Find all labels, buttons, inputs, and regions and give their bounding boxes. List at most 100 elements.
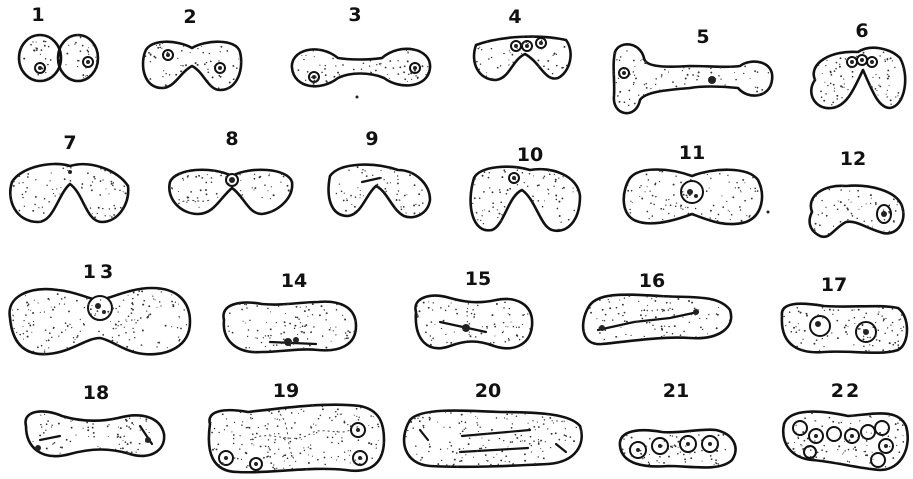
- stipple-dot: [711, 458, 713, 460]
- stipple-dot: [654, 329, 655, 330]
- stipple-dot: [49, 180, 50, 181]
- stipple-dot: [565, 435, 566, 436]
- stipple-dot: [516, 415, 518, 417]
- stipple-dot: [729, 182, 730, 183]
- stipple-dot: [125, 192, 127, 194]
- stipple-dot: [284, 460, 285, 461]
- stipple-dot: [833, 309, 834, 310]
- stipple-dot: [23, 333, 24, 334]
- stipple-dot: [256, 471, 257, 472]
- figure-18-drawing: [26, 411, 165, 456]
- stipple-dot: [233, 78, 235, 80]
- stipple-dot: [325, 74, 327, 76]
- stipple-dot: [146, 311, 147, 312]
- stipple-dot: [798, 323, 799, 324]
- stipple-dot: [866, 203, 867, 204]
- stipple-dot: [385, 67, 387, 69]
- stipple-dot: [484, 171, 486, 173]
- stipple-dot: [80, 50, 82, 52]
- stipple-dot: [836, 462, 837, 463]
- stipple-dot: [205, 189, 207, 191]
- stipple-dot: [52, 309, 54, 311]
- stipple-dot: [530, 436, 532, 438]
- stipple-dot: [839, 64, 840, 65]
- stipple-dot: [689, 194, 691, 196]
- stipple-dot: [321, 72, 323, 74]
- stipple-dot: [696, 309, 697, 310]
- stipple-dot: [175, 302, 176, 303]
- stipple-dot: [700, 327, 702, 329]
- stipple-dot: [376, 184, 378, 186]
- stipple-dot: [75, 42, 77, 44]
- stipple-dot: [52, 75, 53, 76]
- stipple-dot: [237, 458, 239, 460]
- stipple-dot: [703, 173, 704, 174]
- stipple-dot: [44, 311, 45, 312]
- stipple-dot: [573, 210, 574, 211]
- stipple-dot: [125, 332, 127, 334]
- stipple-dot: [878, 311, 879, 312]
- stipple-dot: [429, 412, 431, 414]
- stipple-dot: [428, 451, 430, 453]
- stipple-dot: [19, 210, 21, 212]
- stipple-dot: [616, 307, 618, 309]
- stipple-dot: [672, 81, 674, 83]
- stipple-dot: [646, 87, 648, 89]
- stipple-dot: [347, 330, 349, 332]
- stipple-dot: [350, 425, 352, 427]
- stipple-dot: [630, 212, 632, 214]
- stipple-dot: [342, 315, 343, 316]
- stipple-dot: [333, 76, 335, 78]
- stipple-dot: [472, 203, 473, 204]
- stipple-dot: [749, 215, 750, 216]
- stipple-dot: [377, 424, 379, 426]
- stipple-dot: [275, 418, 276, 419]
- stipple-dot: [523, 41, 524, 42]
- stipple-dot: [493, 202, 494, 203]
- stipple-dot: [626, 435, 627, 436]
- figure-label-21: 21: [663, 382, 689, 401]
- stipple-dot: [827, 335, 829, 337]
- stipple-dot: [429, 417, 431, 419]
- stipple-dot: [815, 79, 817, 81]
- stipple-dot: [650, 169, 651, 170]
- stipple-dot: [119, 444, 120, 445]
- stipple-dot: [883, 320, 884, 321]
- stipple-dot: [22, 346, 24, 348]
- stipple-dot: [629, 295, 631, 297]
- stipple-dot: [853, 448, 854, 449]
- stipple-dot: [677, 453, 679, 455]
- stipple-dot: [274, 453, 275, 454]
- stipple-dot: [278, 449, 279, 450]
- stipple-dot: [619, 101, 621, 103]
- stipple-dot: [126, 452, 128, 454]
- stipple-dot: [117, 344, 119, 346]
- stipple-dot: [93, 45, 94, 46]
- stipple-dot: [312, 456, 313, 457]
- stipple-dot: [682, 209, 683, 210]
- stipple-dot: [459, 448, 461, 450]
- stipple-dot: [250, 414, 252, 416]
- stipple-dot: [506, 414, 508, 416]
- stipple-dot: [387, 74, 388, 75]
- stipple-dot: [509, 461, 511, 463]
- stipple-dot: [740, 190, 741, 191]
- stipple-dot: [815, 195, 817, 197]
- stipple-dot: [656, 460, 657, 461]
- stipple-dot: [353, 331, 355, 333]
- stipple-dot: [864, 221, 865, 222]
- stipple-dot: [190, 52, 191, 53]
- stipple-dot: [609, 307, 611, 309]
- stipple-dot: [263, 337, 264, 338]
- stipple-dot: [883, 318, 885, 320]
- stipple-dot: [619, 73, 621, 75]
- stipple-dot: [255, 337, 256, 338]
- stipple-dot: [239, 435, 240, 436]
- stipple-dot: [85, 67, 87, 69]
- stipple-dot: [97, 213, 98, 214]
- stipple-dot: [522, 336, 524, 338]
- stipple-dot: [897, 334, 899, 336]
- stipple-dot: [108, 436, 109, 437]
- stipple-dot: [447, 448, 448, 449]
- stipple-dot: [340, 413, 342, 415]
